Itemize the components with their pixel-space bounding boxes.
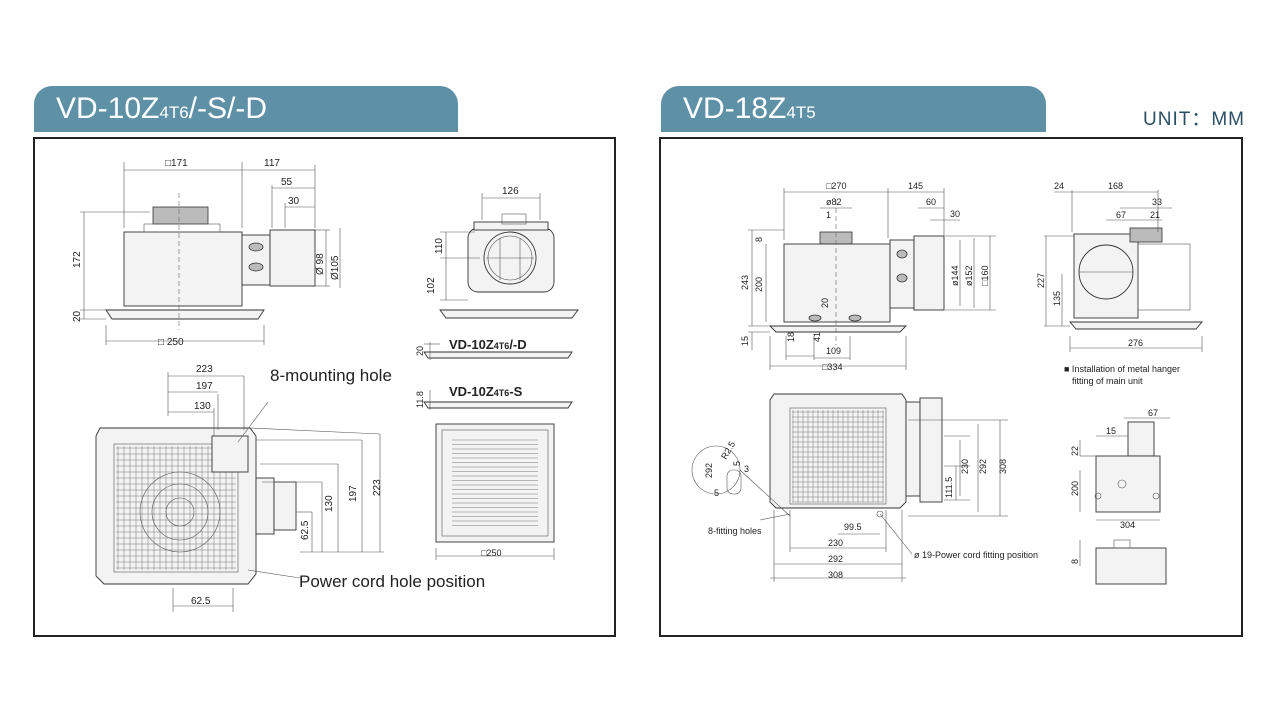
dim-20: 20: [72, 310, 83, 322]
hanger-view-vd-18z: [1079, 417, 1170, 585]
dim-30: 30: [288, 196, 300, 207]
tab-left-model-sub: 4T6: [159, 103, 189, 122]
dim-130b: 130: [324, 495, 335, 512]
dim-sq334: □334: [822, 362, 842, 372]
dim-197b: 197: [348, 485, 359, 502]
dim-230b: 230: [828, 538, 843, 548]
tab-right-model-sub: 4T5: [786, 103, 816, 122]
dim-18: 18: [786, 332, 796, 342]
dim-20b: 20: [415, 346, 425, 356]
dim-111-5: 111.5: [944, 477, 954, 498]
dim-227: 227: [1036, 273, 1046, 288]
dim-phi98: Ø 98: [315, 253, 326, 275]
dim-15b: 15: [1106, 426, 1116, 436]
variant-label-d: VD-10Z4T6/-D: [449, 337, 527, 352]
dim-33: 33: [1152, 197, 1162, 207]
dim-60: 60: [926, 197, 936, 207]
dim-292b: 292: [978, 459, 988, 474]
note-fitting-holes: 8-fitting holes: [708, 526, 762, 536]
tab-left-model-rest: /-S/-D: [188, 92, 267, 125]
dim-200b: 200: [1070, 481, 1080, 496]
dim-130: 130: [194, 401, 211, 412]
dim-67: 67: [1116, 210, 1126, 220]
side-view-vd-10z: [80, 162, 341, 345]
variant-label-s: VD-10Z4T6-S: [449, 384, 523, 399]
dim-110: 110: [434, 238, 445, 254]
dim-243: 243: [740, 275, 750, 290]
dim-223: 223: [196, 364, 213, 375]
dim-sq250: □ 250: [158, 337, 184, 348]
dim-phi105: Ø105: [330, 255, 341, 280]
model-tab-vd-10z: VD-10Z4T6/-S/-D: [34, 86, 458, 132]
dim-200: 200: [754, 277, 764, 292]
dim-phi144: ø144: [950, 265, 960, 286]
dim-sq270: □270: [826, 181, 846, 191]
dim-135: 135: [1052, 291, 1062, 306]
variant-profiles: [423, 342, 573, 410]
side-view-vd-18z: [748, 188, 996, 370]
dim-168: 168: [1108, 181, 1123, 191]
dim-109: 109: [826, 346, 841, 356]
dim-1: 1: [826, 210, 831, 220]
unit-label: UNIT：MM: [1143, 109, 1245, 130]
diagram-panel-vd-18z: [659, 137, 1243, 637]
dim-41: 41: [812, 332, 822, 342]
note-hanger-line1: ■ Installation of metal hanger: [1064, 364, 1180, 374]
dim-102: 102: [426, 277, 437, 294]
dim-phi82: ø82: [826, 197, 842, 207]
bottom-view-vd-18z: [691, 393, 1008, 582]
dim-5b: 5: [714, 488, 719, 498]
dim-5: 5: [732, 461, 742, 466]
note-power-cord: ø 19-Power cord fitting position: [914, 550, 1038, 560]
dim-15: 15: [740, 336, 750, 346]
callout-power-cord: Power cord hole position: [299, 572, 485, 591]
model-tab-vd-18z: VD-18Z4T5: [661, 86, 1046, 132]
dim-197: 197: [196, 381, 213, 392]
dim-21: 21: [1150, 210, 1160, 220]
dim-sq160: □160: [980, 266, 990, 286]
dim-99-5: 99.5: [844, 522, 862, 532]
bottom-view-vd-10z: [95, 372, 384, 612]
dim-62-5b: 62.5: [191, 596, 211, 607]
dim-22: 22: [1070, 446, 1080, 456]
dim-phi152: ø152: [964, 265, 974, 286]
dim-230: 230: [960, 459, 970, 474]
dim-308b: 308: [828, 570, 843, 580]
dim-24: 24: [1054, 181, 1064, 191]
dim-292: 292: [704, 463, 714, 478]
dim-117: 117: [264, 158, 280, 169]
dim-11-8: 11.8: [415, 391, 425, 408]
dim-67b: 67: [1148, 408, 1158, 418]
grille-front-view: [435, 423, 555, 560]
dim-308: 308: [998, 459, 1008, 474]
dim-62-5a: 62.5: [300, 520, 311, 540]
dim-8b: 8: [1070, 559, 1080, 564]
dim-172: 172: [72, 251, 83, 268]
dim-sq171: □171: [165, 158, 188, 169]
end-view-vd-10z: [439, 193, 579, 319]
tab-left-model: VD-10Z: [56, 92, 160, 125]
note-hanger-line2: fitting of main unit: [1072, 376, 1143, 386]
dim-55: 55: [281, 177, 293, 188]
dim-3: 3: [744, 464, 749, 474]
dim-30r: 30: [950, 209, 960, 219]
dim-276: 276: [1128, 338, 1143, 348]
dim-sq250b: □250: [481, 548, 501, 558]
dim-20r: 20: [820, 298, 830, 308]
dim-145: 145: [908, 181, 923, 191]
end-view-vd-18z: [1044, 190, 1203, 352]
dim-126: 126: [502, 186, 519, 197]
dim-292c: 292: [828, 554, 843, 564]
callout-mounting-hole: 8-mounting hole: [270, 366, 392, 385]
dim-304: 304: [1120, 520, 1135, 530]
dim-223b: 223: [372, 479, 383, 496]
tab-right-model: VD-18Z: [683, 92, 787, 125]
dim-8: 8: [754, 237, 764, 242]
